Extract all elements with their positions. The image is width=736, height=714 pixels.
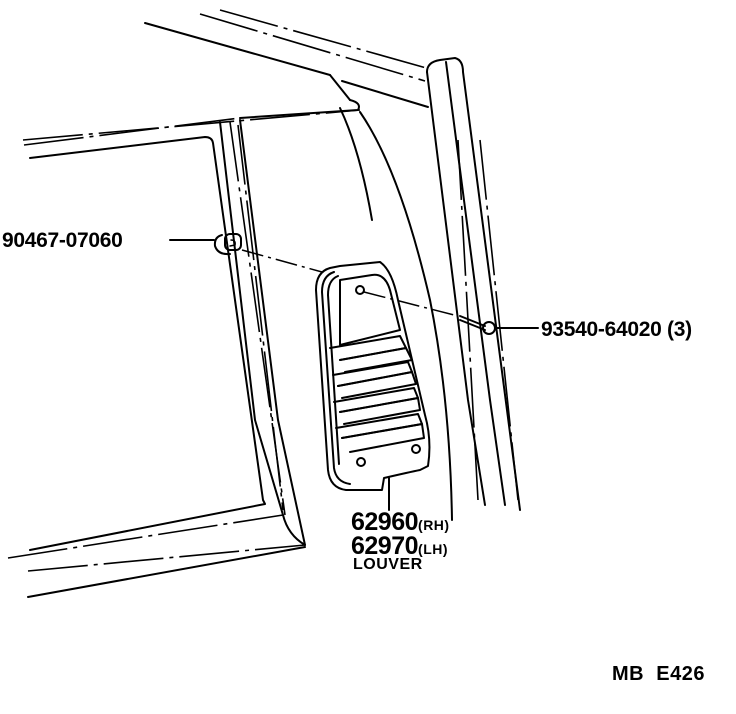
lower-body-outline <box>7 514 306 598</box>
louver-rh-side: (RH) <box>418 517 450 533</box>
louver-hole-bottom-right <box>411 444 421 454</box>
quarter-panel-outline <box>339 107 453 521</box>
louver-part <box>315 261 431 491</box>
louver-slats <box>329 335 425 453</box>
assembly-center-lines <box>241 249 459 317</box>
clip-part-number: 90467-07060 <box>2 229 123 252</box>
figure-reference-label: MB E426 <box>612 664 705 684</box>
screw-part-number: 93540-64020 <box>541 318 662 341</box>
louver-lh-part-number: 62970 <box>351 532 419 560</box>
louver-hole-top <box>355 285 365 295</box>
louver-hole-bottom-left <box>356 457 366 467</box>
rear-pillar-outline <box>426 57 521 511</box>
leader-lines <box>169 239 539 511</box>
louver-part-number-lh-label: 62970(LH) <box>351 534 448 559</box>
clip-part-number-label: 90467-07060 <box>2 230 123 251</box>
screw-part-number-label: 93540-64020 (3) <box>541 319 692 340</box>
clip-part <box>213 233 242 256</box>
figure-code: E426 <box>656 663 705 685</box>
louver-lh-side: (LH) <box>418 541 449 557</box>
louver-rh-part-number: 62960 <box>351 508 419 536</box>
louver-description-label: LOUVER <box>353 556 423 573</box>
pillar-outline <box>219 119 306 546</box>
screw-quantity: (3) <box>667 318 692 341</box>
screw-part <box>459 315 496 335</box>
model-code: MB <box>612 663 645 685</box>
louver-part-number-rh-label: 62960(RH) <box>351 510 450 535</box>
window-frame <box>22 109 361 551</box>
roof-outline <box>144 9 431 119</box>
